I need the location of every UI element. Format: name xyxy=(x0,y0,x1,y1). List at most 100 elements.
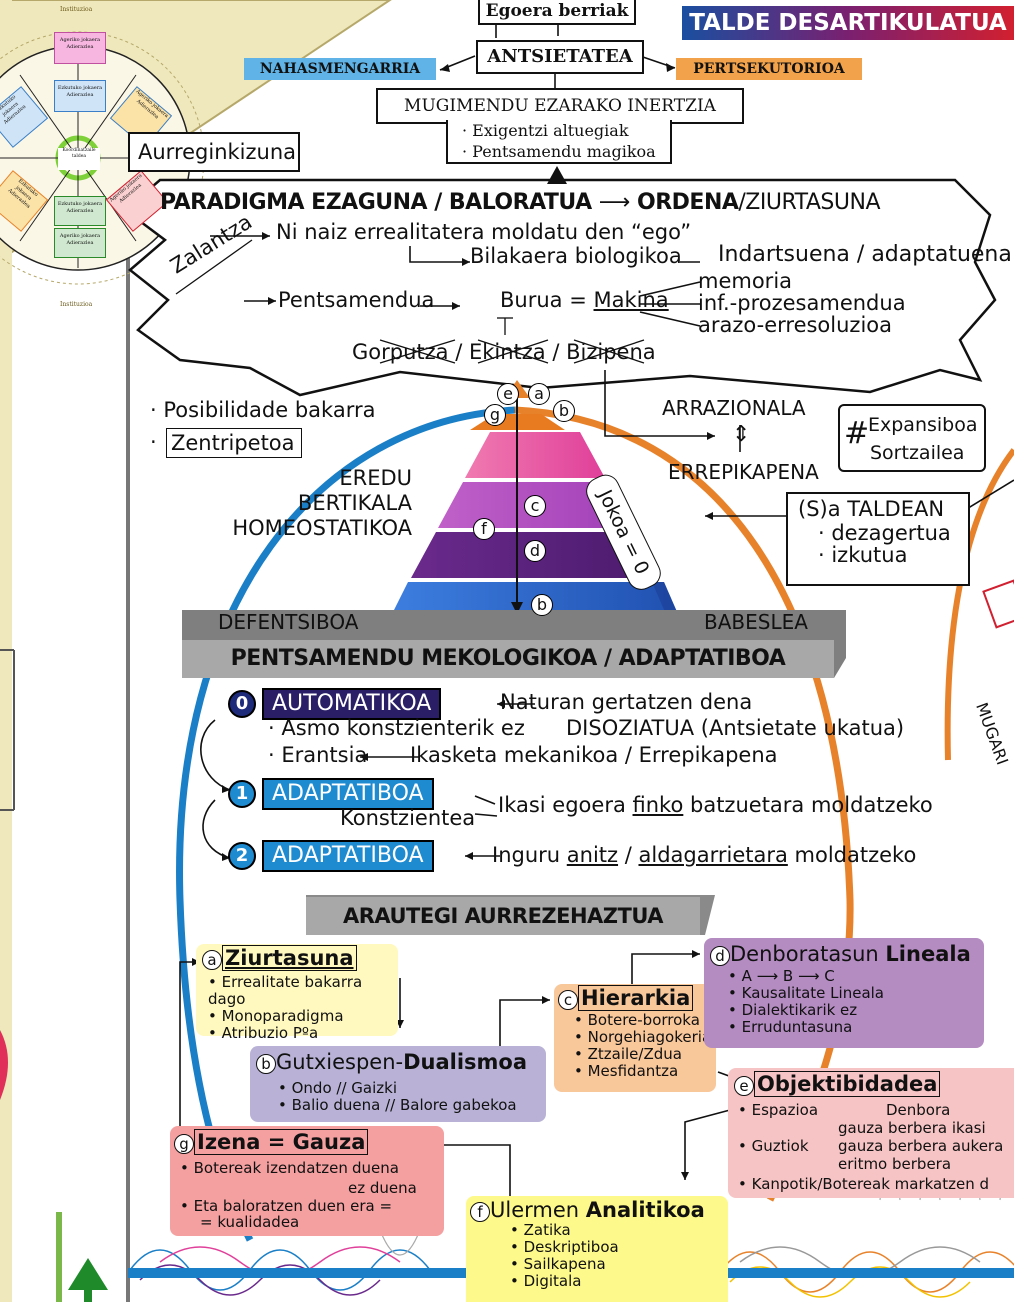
card-c-item: • Botere-borroka xyxy=(574,1011,700,1029)
letter-a-icon: a xyxy=(202,950,222,970)
persecutory-label: PERTSEKUTORIOA xyxy=(676,58,862,80)
pyramid-marker-f: f xyxy=(473,518,495,540)
function-item: memoria xyxy=(698,269,793,293)
wheel-box-center[interactable]: Koordinatzaile taldea xyxy=(58,148,100,170)
single-possibility: · Posibilidade bakarra xyxy=(150,398,376,422)
card-c-item: • Mesfidantza xyxy=(574,1062,679,1080)
wheel-box-upper[interactable]: Ezkutuko jokaera Adierazlea xyxy=(54,80,106,112)
unconscious-label: · Asmo konstzienterik ez xyxy=(268,716,525,740)
rational-label: ARRAZIONALA xyxy=(662,396,806,420)
rules-banner: ARAUTEGI AURREZEHAZTUA xyxy=(306,897,700,935)
card-f-title-b: Analitikoa xyxy=(585,1198,705,1222)
card-g-quality: = kualidadea xyxy=(200,1213,300,1231)
pyramid-marker-b2: b xyxy=(531,594,553,616)
wheel-box-lower[interactable]: Ezkutuko jokaera Adierazlea xyxy=(54,196,106,226)
env-prefix: Inguru xyxy=(492,843,567,867)
letter-e-icon: e xyxy=(734,1076,754,1096)
letter-c-icon: c xyxy=(558,990,578,1010)
sep: / xyxy=(448,340,469,364)
env-suffix: moldatzeko xyxy=(787,843,917,867)
evolution-line: Bilakaera biologikoa xyxy=(470,244,682,268)
nature-label: Naturan gertatzen dena xyxy=(500,690,753,714)
centripetal-box: Zentripetoa xyxy=(166,428,302,458)
anxiety-box: ANTSIETATEA xyxy=(476,40,644,74)
head-machine: Burua = Makina xyxy=(500,288,669,312)
card-e-title: Objektibidadea xyxy=(754,1071,941,1097)
experience-label: Bizipena xyxy=(566,340,656,364)
card-b-item: • Ondo // Gaizki xyxy=(278,1079,397,1097)
pyramid-marker-c: c xyxy=(524,495,546,517)
card-b-item: • Balio duena // Balore gabekoa xyxy=(278,1096,517,1114)
card-d-item: • A ⟶ B ⟶ C xyxy=(728,967,835,985)
wheel-bottom-label: Instituzioa xyxy=(60,301,93,308)
inertia-item: · Exigentzi altuegiak xyxy=(462,121,629,140)
pyramid-marker-e: e xyxy=(497,383,519,405)
function-item: inf.-prozesamendua xyxy=(698,291,906,315)
dissociated-label: DISOZIATUA (Antsietate ukatua) xyxy=(566,716,905,740)
card-e-all: • Guztiok xyxy=(738,1137,809,1155)
function-item: arazo-erresoluzioa xyxy=(698,313,892,337)
action-label: Ekintza xyxy=(468,340,546,364)
aurreginkizuna-box: Aurreginkizuna xyxy=(128,132,300,172)
card-c-title: Hierarkia xyxy=(578,985,694,1011)
protective-label: BABESLEA xyxy=(704,610,808,634)
card-d-item: • Dialektikarik ez xyxy=(728,1001,858,1019)
pyramid-marker-a: a xyxy=(528,383,550,405)
equals-label: = xyxy=(569,288,587,312)
level-1-label[interactable]: ADAPTATIBOA xyxy=(262,778,434,810)
card-e-all-item: gauza berbera aukera xyxy=(838,1137,1004,1155)
learn-fixed-word: finko xyxy=(632,793,684,817)
ego-line: Ni naiz errealitatera moldatu den “ego” xyxy=(276,220,692,244)
paradigm-certainty: /ZIURTASUNA xyxy=(738,190,881,215)
level-2-label[interactable]: ADAPTATIBOA xyxy=(262,840,434,872)
env-line: Inguru anitz / aldagarrietara moldatzeko xyxy=(492,843,916,867)
inertia-item: · Pentsamendu magikoa xyxy=(462,142,656,161)
creative-label: Sortzailea xyxy=(870,442,965,464)
card-e-all-item: gauza berbera ikasi xyxy=(838,1119,986,1137)
level-0-label[interactable]: AUTOMATIKOA xyxy=(262,688,442,720)
letter-g-icon: g xyxy=(174,1134,194,1154)
group-item: · dezagertua xyxy=(818,521,951,545)
level-0-number: 0 xyxy=(228,690,256,718)
sep: / xyxy=(545,340,567,364)
card-g-has: duena xyxy=(352,1159,399,1177)
card-f-title-a: Ulermen xyxy=(490,1198,586,1222)
group-badge: TALDE DESARTIKULATUA xyxy=(682,6,1014,40)
learn-suffix: batzuetara moldatzeko xyxy=(683,793,933,817)
mechanical-label: Ikasketa mekanikoa / Errepikapena xyxy=(410,743,778,767)
letter-b-icon: b xyxy=(256,1054,276,1074)
card-f-item: • Digitala xyxy=(510,1272,582,1290)
card-f-item: • Deskriptiboa xyxy=(510,1238,619,1256)
letter-d-icon: d xyxy=(710,946,730,966)
wheel-box-top[interactable]: Ageriko jokaera Adierazlea xyxy=(54,32,106,64)
repetition-label: ERREPIKAPENA xyxy=(668,460,819,484)
inertia-box: MUGIMENDU EZARAKO INERTZIA xyxy=(376,88,744,124)
card-e-time: Denbora xyxy=(886,1101,951,1119)
machine-functions: memoria inf.-prozesamendua arazo-erresol… xyxy=(698,270,906,336)
card-a-item: • Errealitate bakarra dago xyxy=(208,973,363,1008)
card-e-outside: • Kanpotik/Botereak markatzen d xyxy=(738,1175,990,1193)
card-c-item: • Norgehiagokeria xyxy=(574,1028,712,1046)
inertia-title: MUGIMENDU EZARAKO INERTZIA xyxy=(404,96,716,116)
learn-prefix: Ikasi egoera xyxy=(498,793,633,817)
wheel-box-bottom[interactable]: Ageriko jokaera Adierazlea xyxy=(54,228,106,258)
thought-line: Pentsamendua xyxy=(278,288,435,312)
group-hidden-box: (S)a TALDEAN · dezagertua · izkutua xyxy=(786,492,970,586)
arrow-icon: ⟶ xyxy=(598,190,631,215)
body-action-experience: Gorputza / Ekintza / Bizipena xyxy=(352,340,656,364)
card-a-item: • Monoparadigma xyxy=(208,1007,344,1025)
learn-fixed: Ikasi egoera finko batzuetara moldatzeko xyxy=(498,793,933,817)
group-title: (S)a TALDEAN xyxy=(798,497,945,521)
card-g-power: • Botereak izendatzen xyxy=(180,1159,348,1177)
reflex-label: · Erantsia xyxy=(268,743,368,767)
mech-banner: PENTSAMENDU MEKOLOGIKOA / ADAPTATIBOA xyxy=(182,640,834,678)
env-variable: aldagarrietara xyxy=(638,843,788,867)
wheel-top-label: Instituzioa xyxy=(60,6,93,13)
